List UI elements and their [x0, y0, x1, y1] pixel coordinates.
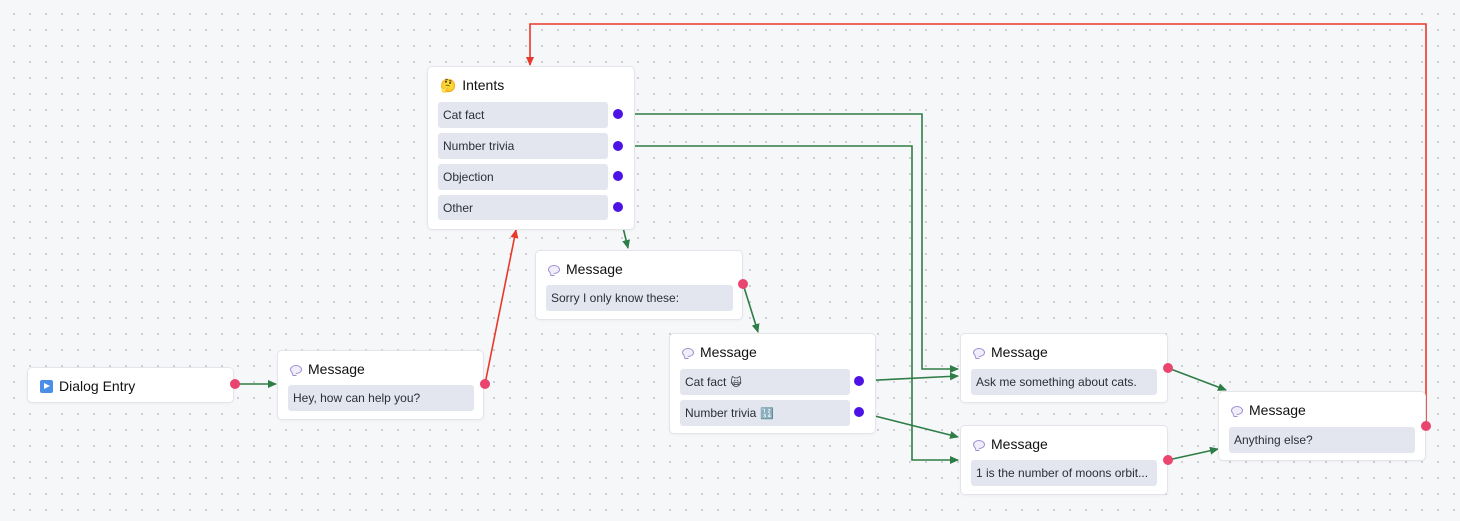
message-text[interactable]: Ask me something about cats. — [971, 369, 1157, 395]
edge-anything-else-loop-to-intents[interactable] — [526, 23, 1427, 426]
sorry-output-port[interactable] — [738, 279, 748, 289]
edge-intent-number-to-number-fact[interactable] — [618, 145, 959, 464]
message-text[interactable]: Hey, how can help you? — [288, 385, 474, 411]
edge-cat-prompt-to-anything-else[interactable] — [1167, 367, 1227, 391]
greeting-message-node[interactable]: Message Hey, how can help you? — [277, 350, 484, 420]
intent-number-trivia-port[interactable] — [613, 141, 623, 151]
option-button-cat-fact[interactable]: Cat fact 🙀 — [680, 369, 850, 395]
greeting-output-port[interactable] — [480, 379, 490, 389]
intent-item-number-trivia[interactable]: Number trivia — [438, 133, 608, 159]
scream-cat-icon: 🙀 — [730, 376, 742, 389]
intent-other-port[interactable] — [613, 202, 623, 212]
option-button-number-trivia[interactable]: Number trivia 🔢 — [680, 400, 850, 426]
intent-item-cat-fact[interactable]: Cat fact — [438, 102, 608, 128]
numbers-icon: 🔢 — [760, 407, 775, 420]
number-fact-output-port[interactable] — [1163, 455, 1173, 465]
anything-else-output-port[interactable] — [1421, 421, 1431, 431]
node-title: Message — [1249, 402, 1306, 418]
node-title: Message — [991, 436, 1048, 452]
anything-else-message-node[interactable]: Message Anything else? — [1218, 391, 1426, 461]
intents-node[interactable]: 🤔 Intents Cat fact Number trivia Objecti… — [427, 66, 635, 230]
intent-cat-fact-port[interactable] — [613, 109, 623, 119]
cat-prompt-output-port[interactable] — [1163, 363, 1173, 373]
option-cat-fact-port[interactable] — [854, 376, 864, 386]
thinking-face-icon: 🤔 — [440, 77, 457, 93]
speech-bubble-icon — [548, 264, 560, 274]
node-title: Intents — [462, 77, 505, 93]
edge-greeting-to-intents[interactable] — [484, 229, 519, 385]
message-text[interactable]: Anything else? — [1229, 427, 1415, 453]
speech-bubble-icon — [973, 347, 985, 357]
node-title: Dialog Entry — [59, 378, 136, 394]
dialog-entry-node[interactable]: Dialog Entry — [27, 367, 234, 403]
node-title: Message — [308, 361, 365, 377]
speech-bubble-icon — [290, 364, 302, 374]
intent-item-other[interactable]: Other — [438, 195, 608, 220]
cat-prompt-message-node[interactable]: Message Ask me something about cats. — [960, 333, 1168, 403]
sorry-message-node[interactable]: Message Sorry I only know these: — [535, 250, 743, 320]
intent-item-objection[interactable]: Objection — [438, 164, 608, 190]
options-message-node[interactable]: Message Cat fact 🙀 Number trivia 🔢 — [669, 333, 876, 434]
edge-number-fact-to-anything-else[interactable] — [1167, 446, 1219, 461]
number-fact-message-node[interactable]: Message 1 is the number of moons orbit..… — [960, 425, 1168, 495]
option-number-trivia-port[interactable] — [854, 407, 864, 417]
node-title: Message — [566, 261, 623, 277]
node-title: Message — [991, 344, 1048, 360]
option-label: Number trivia — [685, 406, 757, 420]
speech-bubble-icon — [1231, 405, 1243, 415]
dialog-entry-output-port[interactable] — [230, 379, 240, 389]
play-icon — [40, 379, 53, 393]
speech-bubble-icon — [973, 439, 985, 449]
message-text[interactable]: 1 is the number of moons orbit... — [971, 460, 1157, 486]
message-text[interactable]: Sorry I only know these: — [546, 285, 733, 311]
intent-objection-port[interactable] — [613, 171, 623, 181]
speech-bubble-icon — [682, 347, 694, 357]
node-title: Message — [700, 344, 757, 360]
edge-intent-catfact-to-cat-prompt[interactable] — [618, 113, 959, 373]
option-label: Cat fact — [685, 375, 727, 389]
edge-sorry-to-options[interactable] — [742, 283, 760, 333]
